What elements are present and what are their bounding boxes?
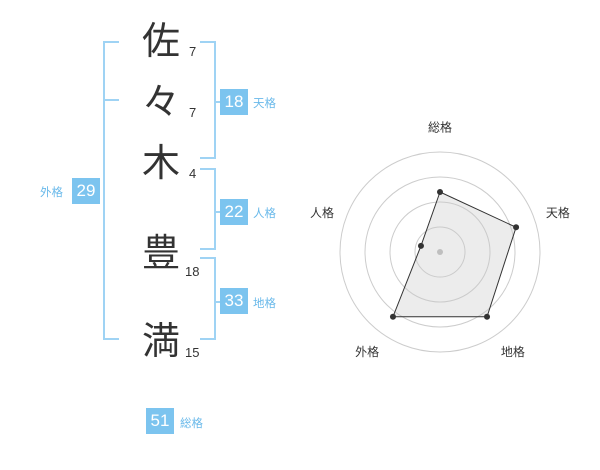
stroke-count-3: 4 — [189, 166, 197, 181]
name-char-3: 木 — [141, 141, 180, 185]
gaikaku-badge: 29 — [72, 178, 100, 204]
jinkaku-bracket-vertical — [214, 168, 216, 250]
radar-point-4 — [389, 313, 396, 320]
jinkaku-bracket-tick — [214, 211, 222, 213]
soukaku-badge: 51 — [146, 408, 174, 434]
jinkaku-bracket-top — [200, 168, 216, 170]
radar-ring-2 — [389, 201, 491, 303]
gaikaku-bracket-mid — [103, 99, 119, 101]
tenkaku-label: 天格 — [253, 96, 276, 110]
jinkaku-badge: 22 — [220, 199, 248, 225]
radar-ring-1 — [414, 226, 466, 278]
radar-point-5 — [417, 242, 424, 249]
jinkaku-bracket-bottom — [200, 248, 216, 250]
chikaku-bracket-vertical — [214, 257, 216, 340]
gaikaku-bracket-vertical — [103, 41, 105, 340]
radar-center — [437, 249, 443, 255]
radar-point-1 — [437, 189, 443, 195]
soukaku-label: 総格 — [180, 416, 203, 430]
radar-axis-label-1: 総格 — [428, 120, 452, 135]
stroke-count-2: 7 — [189, 105, 197, 120]
stroke-count-4: 18 — [185, 264, 200, 279]
radar-point-2 — [513, 224, 520, 231]
radar-axis-label-2: 天格 — [546, 205, 570, 220]
gaikaku-label: 外格 — [40, 185, 63, 199]
chikaku-label: 地格 — [253, 296, 276, 310]
tenkaku-bracket-top — [200, 41, 216, 43]
chikaku-bracket-bottom — [200, 338, 216, 340]
gaikaku-bracket-top — [103, 41, 119, 43]
radar-ring-3 — [364, 176, 516, 328]
tenkaku-bracket-tick — [214, 101, 222, 103]
name-char-1: 佐 — [141, 19, 180, 63]
tenkaku-bracket-vertical — [214, 41, 216, 159]
name-char-2: 々 — [141, 80, 180, 124]
tenkaku-badge: 18 — [220, 89, 248, 115]
stroke-count-5: 15 — [185, 345, 200, 360]
tenkaku-bracket-bottom — [200, 157, 216, 159]
radar-axis-label-5: 人格 — [310, 205, 334, 220]
radar-polygon — [392, 191, 517, 318]
name-char-4: 豊 — [141, 231, 180, 275]
radar-axis-label-4: 外格 — [355, 344, 379, 359]
chikaku-bracket-tick — [214, 301, 222, 303]
radar-ring-4 — [339, 151, 541, 353]
stroke-count-1: 7 — [189, 44, 197, 59]
chikaku-bracket-top — [200, 257, 216, 259]
radar-point-3 — [484, 313, 491, 320]
radar-axis-label-3: 地格 — [501, 344, 525, 359]
name-char-5: 満 — [141, 319, 180, 363]
gaikaku-bracket-bottom — [103, 338, 119, 340]
chikaku-badge: 33 — [220, 288, 248, 314]
jinkaku-label: 人格 — [253, 206, 276, 220]
